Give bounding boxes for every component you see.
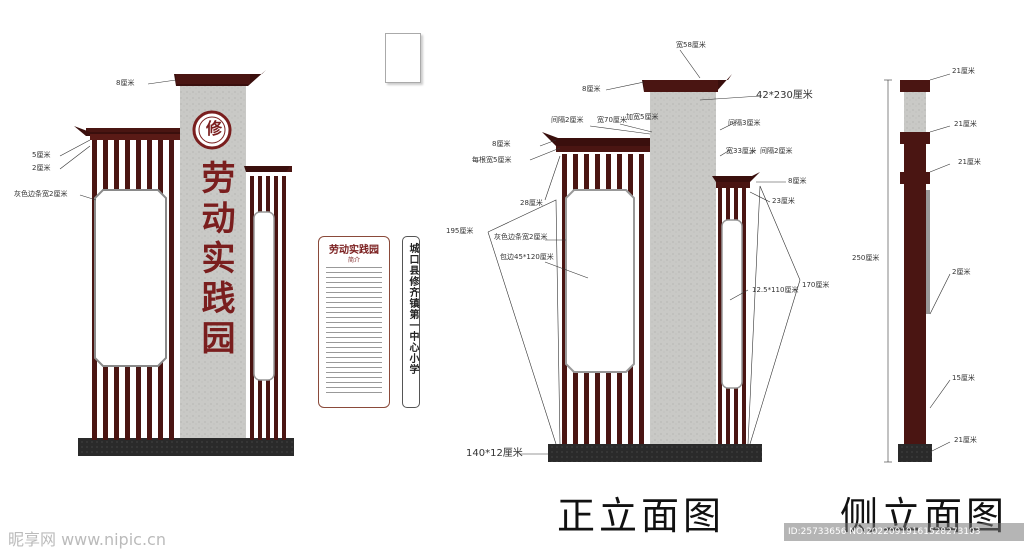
dim-gap2: 间隔2厘米 [551,116,584,124]
dim-h23: 23厘米 [772,197,795,205]
dim-stone: 42*230厘米 [756,90,813,101]
dim-side-21b: 21厘米 [954,120,977,128]
dim-bar2: 2厘米 [32,164,51,172]
dim-left-cap: 8厘米 [492,140,511,148]
dim-side-2: 2厘米 [952,268,971,276]
watermark-id-band [784,523,1024,541]
blank-sheet [385,33,421,83]
watermark-brand: 昵享网 www.nipic.cn [8,530,166,549]
intro-card-subtitle: 简介 [347,257,360,264]
dim-width70: 宽70厘米 [597,116,627,124]
dim-gap2b: 间隔2厘米 [760,147,793,155]
logo-glyph: 修 [203,120,222,136]
dim-gap3: 间隔3厘米 [728,119,761,127]
intro-card-title: 劳动实践园 [329,245,379,256]
dim-side-21c: 21厘米 [958,158,981,166]
vertical-title: 劳动实践园 [195,160,235,360]
school-name: 城口县修齐镇第一中心小学 [407,243,418,375]
dim-width5: 加宽5厘米 [626,113,659,121]
dim-slat-width: 每根宽5厘米 [472,156,512,164]
school-name-plate: 城口县修齐镇第一中心小学 [402,236,420,408]
dim-side-15: 15厘米 [952,374,975,382]
dim-small-panel: 12.5*110厘米 [752,286,799,294]
dim-h28: 28厘米 [520,199,543,207]
dim-h170: 170厘米 [802,281,830,289]
dim-right-cap: 8厘米 [788,177,807,185]
intro-card-text-lines [326,267,382,397]
dim-bar1: 5厘米 [32,151,51,159]
dim-panel: 包边45*120厘米 [500,253,554,261]
intro-card: 劳动实践园 简介 [318,236,390,408]
dim-width33: 宽33厘米 [726,147,756,155]
dim-side-21d: 21厘米 [954,436,977,444]
dim-top-cap-elev: 8厘米 [582,85,601,93]
front-elevation-label: 正立面图 [557,494,726,538]
dim-side-h250: 250厘米 [852,254,880,262]
dim-h195: 195厘米 [446,227,474,235]
dim-top-width: 宽58厘米 [676,41,706,49]
watermark-id: ID:25733656 NO:20220919161528273103 [788,527,981,537]
dim-side-21a: 21厘米 [952,67,975,75]
dim-base: 140*12厘米 [466,448,523,459]
dim-gray-border: 灰色边条宽2厘米 [14,190,68,198]
dim-top-cap: 8厘米 [116,79,135,87]
dim-gray-border-elev: 灰色边条宽2厘米 [494,233,548,241]
